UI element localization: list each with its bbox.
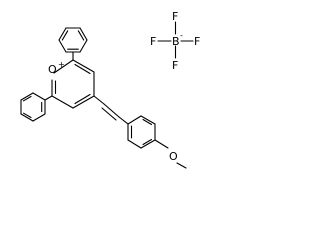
- bond-ring-methoxy: [154, 139, 169, 149]
- methoxy-oxygen-label: O: [169, 150, 178, 163]
- fluorine-bottom-label: F: [172, 59, 178, 72]
- boron-label: B: [172, 35, 180, 48]
- bond-o-methyl: [176, 162, 187, 169]
- fluorine-left-label: F: [150, 35, 156, 48]
- fluorine-right-label: F: [194, 35, 200, 48]
- pyrylium-ring: [51, 59, 95, 109]
- pyrylium-oxygen-label: O: [48, 63, 57, 76]
- tetrafluoroborate-counterion: B - F F F F: [150, 10, 200, 72]
- bond-c6-phenyl: [44, 95, 53, 101]
- vinyl-linker: [93, 95, 129, 125]
- chemical-structure: O + O B - F F F: [20, 10, 200, 169]
- methoxyphenyl-ring: [127, 115, 156, 149]
- phenyl-ring-left: [20, 92, 46, 122]
- fluorine-top-label: F: [172, 10, 178, 23]
- boron-charge-label: -: [180, 31, 183, 40]
- pyrylium-charge-label: +: [58, 60, 65, 69]
- phenyl-ring-top: [58, 27, 88, 53]
